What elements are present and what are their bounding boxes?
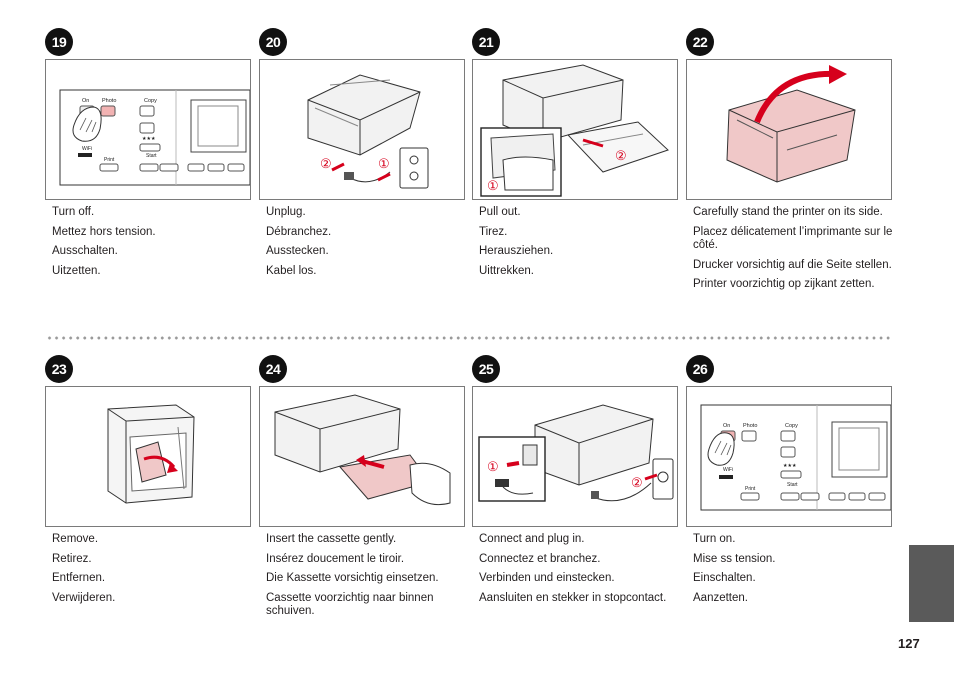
label-copy: Copy bbox=[785, 423, 798, 429]
callout-2: ② bbox=[320, 156, 332, 171]
callout-1: ① bbox=[487, 459, 499, 474]
label-photo: Photo bbox=[102, 98, 116, 104]
printer-control-panel-power-off-icon: On Photo Copy ★★★ WiFi Print Start bbox=[59, 89, 250, 186]
step-number-badge: 19 bbox=[45, 28, 73, 56]
step-illustration bbox=[686, 59, 892, 200]
label-wifi: WiFi bbox=[82, 146, 92, 152]
step-line-nl: Uitzetten. bbox=[52, 264, 101, 277]
callout-2: ② bbox=[615, 148, 627, 163]
step-line-fr: Mise ss tension. bbox=[693, 552, 776, 565]
step-line-en: Unplug. bbox=[266, 206, 306, 218]
pull-out-cassette-icon: ② ① bbox=[480, 64, 669, 197]
step-line-de: Drucker vorsichtig auf die Seite stellen… bbox=[693, 258, 892, 271]
step-number-badge: 22 bbox=[686, 28, 714, 56]
step-illustration bbox=[259, 386, 465, 527]
step-line-de: Entfernen. bbox=[52, 572, 106, 584]
insert-cassette-icon bbox=[274, 394, 451, 506]
step-text: Insert the cassette gently. Insérez douc… bbox=[266, 533, 466, 625]
step-line-en: Pull out. bbox=[479, 206, 521, 218]
stand-printer-on-side-icon bbox=[726, 65, 856, 183]
step-illustration bbox=[45, 386, 251, 527]
label-photo: Photo bbox=[743, 423, 757, 429]
label-start: Start bbox=[787, 482, 798, 488]
step-text: Turn off. Mettez hors tension. Ausschalt… bbox=[52, 206, 252, 284]
label-print: Print bbox=[104, 157, 115, 163]
step-text: Turn on. Mise ss tension. Einschalten. A… bbox=[693, 533, 893, 611]
step-line-nl: Aansluiten en stekker in stopcontact. bbox=[479, 591, 667, 604]
step-text: Connect and plug in. Connectez et branch… bbox=[479, 533, 679, 611]
connect-and-plug-in-icon: ② ① bbox=[478, 404, 674, 502]
step-line-en: Turn on. bbox=[693, 533, 736, 545]
step-line-nl: Uittrekken. bbox=[479, 264, 534, 277]
step-line-nl: Aanzetten. bbox=[693, 591, 748, 604]
label-stars: ★★★ bbox=[142, 136, 156, 142]
step-line-en: Remove. bbox=[52, 533, 99, 545]
step-line-de: Ausstecken. bbox=[266, 245, 329, 257]
step-line-fr: Mettez hors tension. bbox=[52, 225, 156, 238]
step-line-fr: Retirez. bbox=[52, 552, 92, 565]
step-line-nl: Cassette voorzichtig naar binnen schuive… bbox=[266, 591, 434, 618]
step-line-de: Herausziehen. bbox=[479, 245, 554, 257]
label-copy: Copy bbox=[144, 98, 157, 104]
step-line-en: Insert the cassette gently. bbox=[266, 533, 397, 545]
step-line-en: Turn off. bbox=[52, 206, 95, 218]
step-line-de: Ausschalten. bbox=[52, 245, 118, 257]
step-line-nl: Printer voorzichtig op zijkant zetten. bbox=[693, 278, 875, 290]
step-line-fr: Connectez et branchez. bbox=[479, 552, 601, 565]
step-line-nl: Verwijderen. bbox=[52, 591, 116, 604]
label-on: On bbox=[723, 423, 730, 429]
callout-1: ① bbox=[487, 178, 499, 193]
step-text: Remove. Retirez. Entfernen. Verwijderen. bbox=[52, 533, 252, 611]
step-line-nl: Kabel los. bbox=[266, 264, 317, 277]
step-line-de: Die Kassette vorsichtig einsetzen. bbox=[266, 572, 439, 584]
step-illustration: ② ① bbox=[472, 59, 678, 200]
label-wifi: WiFi bbox=[723, 467, 733, 473]
step-line-fr: Placez délicatement l’imprimante sur le … bbox=[693, 225, 893, 252]
remove-jammed-paper-icon bbox=[107, 404, 195, 504]
unplug-power-cord-icon: ② ① bbox=[307, 74, 429, 189]
printer-control-panel-power-on-icon: On Photo Copy ★★★ WiFi Print Start bbox=[700, 404, 891, 511]
step-line-fr: Insérez doucement le tiroir. bbox=[266, 552, 405, 565]
step-text: Unplug. Débranchez. Ausstecken. Kabel lo… bbox=[266, 206, 466, 284]
step-number-badge: 21 bbox=[472, 28, 500, 56]
section-divider bbox=[46, 336, 892, 340]
step-illustration: On Photo Copy ★★★ WiFi Print Start bbox=[45, 59, 251, 200]
label-print: Print bbox=[745, 486, 756, 492]
step-number-badge: 23 bbox=[45, 355, 73, 383]
callout-1: ① bbox=[378, 156, 390, 171]
step-number-badge: 25 bbox=[472, 355, 500, 383]
step-illustration: On Photo Copy ★★★ WiFi Print Start bbox=[686, 386, 892, 527]
step-number-badge: 24 bbox=[259, 355, 287, 383]
step-line-en: Connect and plug in. bbox=[479, 533, 585, 545]
step-number-badge: 20 bbox=[259, 28, 287, 56]
label-start: Start bbox=[146, 153, 157, 159]
step-line-en: Carefully stand the printer on its side. bbox=[693, 206, 883, 218]
step-illustration: ② ① bbox=[472, 386, 678, 527]
step-line-fr: Tirez. bbox=[479, 225, 508, 238]
step-illustration: ② ① bbox=[259, 59, 465, 200]
step-number-badge: 26 bbox=[686, 355, 714, 383]
callout-2: ② bbox=[631, 475, 643, 490]
step-text: Carefully stand the printer on its side.… bbox=[693, 206, 893, 298]
label-on: On bbox=[82, 98, 89, 104]
step-text: Pull out. Tirez. Herausziehen. Uittrekke… bbox=[479, 206, 679, 284]
step-line-de: Verbinden und einstecken. bbox=[479, 572, 615, 584]
chapter-tab bbox=[909, 545, 954, 622]
step-line-fr: Débranchez. bbox=[266, 225, 332, 238]
step-line-de: Einschalten. bbox=[693, 572, 756, 584]
page-number: 127 bbox=[898, 636, 920, 651]
label-stars: ★★★ bbox=[783, 463, 797, 469]
